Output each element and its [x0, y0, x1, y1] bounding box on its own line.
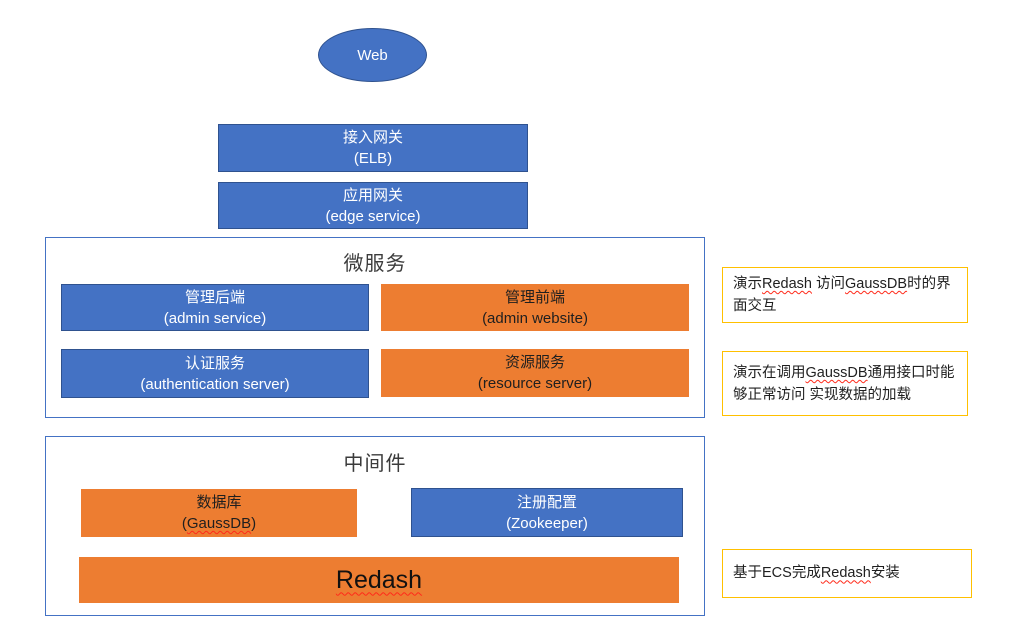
middleware-group: 中间件 数据库 (GaussDB) 注册配置 (Zookeeper) Redas…	[45, 436, 705, 616]
admin-service-title: 管理后端	[184, 288, 245, 306]
note2-gaussdb-word: GaussDB	[805, 365, 868, 381]
zookeeper-title: 注册配置	[516, 493, 577, 511]
microservices-group: 微服务 管理后端 (admin service) 管理前端 (admin web…	[45, 237, 705, 418]
note1-text-2: 访问	[811, 276, 846, 292]
edge-service-gateway-box: 应用网关 (edge service)	[218, 182, 528, 229]
note2-text-2: 通用接口时能够正常访问 实现数据的加载	[733, 365, 955, 404]
note1-text-3: 时的界面交互	[733, 276, 951, 315]
note1-gaussdb-word: GaussDB	[845, 276, 908, 292]
gaussdb-paren-close: )	[251, 515, 257, 532]
gaussdb-title: 数据库	[196, 494, 242, 511]
gaussdb-paren-open: (	[181, 515, 187, 532]
web-node-label: Web	[357, 46, 388, 64]
redash-label: Redash	[335, 565, 423, 594]
admin-website-subtitle: (admin website)	[482, 309, 588, 327]
note1-text: 演示	[733, 276, 762, 292]
note2-text: 演示在调用	[733, 365, 806, 381]
zookeeper-subtitle: (Zookeeper)	[506, 514, 588, 532]
gaussdb-subtitle: (GaussDB)	[182, 513, 256, 534]
note1-redash-word: Redash	[762, 276, 812, 292]
auth-server-title: 认证服务	[184, 354, 245, 372]
note-ecs-redash-install: 基于ECS完成Redash安装	[722, 549, 972, 598]
edge-service-gateway-title: 应用网关	[342, 186, 403, 204]
admin-service-box: 管理后端 (admin service)	[61, 284, 369, 331]
note-redash-gaussdb-ui: 演示Redash 访问GaussDB时的界面交互	[722, 267, 968, 323]
resource-server-title: 资源服务	[504, 354, 565, 371]
elb-gateway-box: 接入网关 (ELB)	[218, 124, 528, 172]
gaussdb-box: 数据库 (GaussDB)	[81, 489, 357, 537]
note3-redash-word: Redash	[820, 565, 871, 582]
note3-content: 基于ECS完成Redash安装	[733, 562, 900, 584]
redash-box: Redash	[79, 557, 679, 603]
note3-text-2: 安装	[870, 565, 900, 582]
auth-server-box: 认证服务 (authentication server)	[61, 349, 369, 398]
resource-server-subtitle: (resource server)	[477, 375, 593, 392]
web-node: Web	[318, 28, 427, 82]
note3-text: 基于ECS完成	[733, 565, 821, 582]
admin-website-box: 管理前端 (admin website)	[381, 284, 689, 331]
admin-website-title: 管理前端	[504, 288, 565, 306]
middleware-group-title: 中间件	[343, 453, 407, 475]
note-gaussdb-api: 演示在调用GaussDB通用接口时能够正常访问 实现数据的加载	[722, 351, 968, 416]
resource-server-box: 资源服务 (resource server)	[381, 349, 689, 397]
elb-gateway-title: 接入网关	[342, 129, 403, 146]
edge-service-gateway-subtitle: (edge service)	[325, 207, 421, 225]
admin-service-subtitle: (admin service)	[163, 309, 267, 327]
microservices-group-title: 微服务	[343, 253, 407, 275]
zookeeper-box: 注册配置 (Zookeeper)	[411, 488, 683, 537]
elb-gateway-subtitle: (ELB)	[353, 150, 393, 167]
gaussdb-word: GaussDB	[186, 515, 252, 532]
auth-server-subtitle: (authentication server)	[140, 375, 290, 393]
